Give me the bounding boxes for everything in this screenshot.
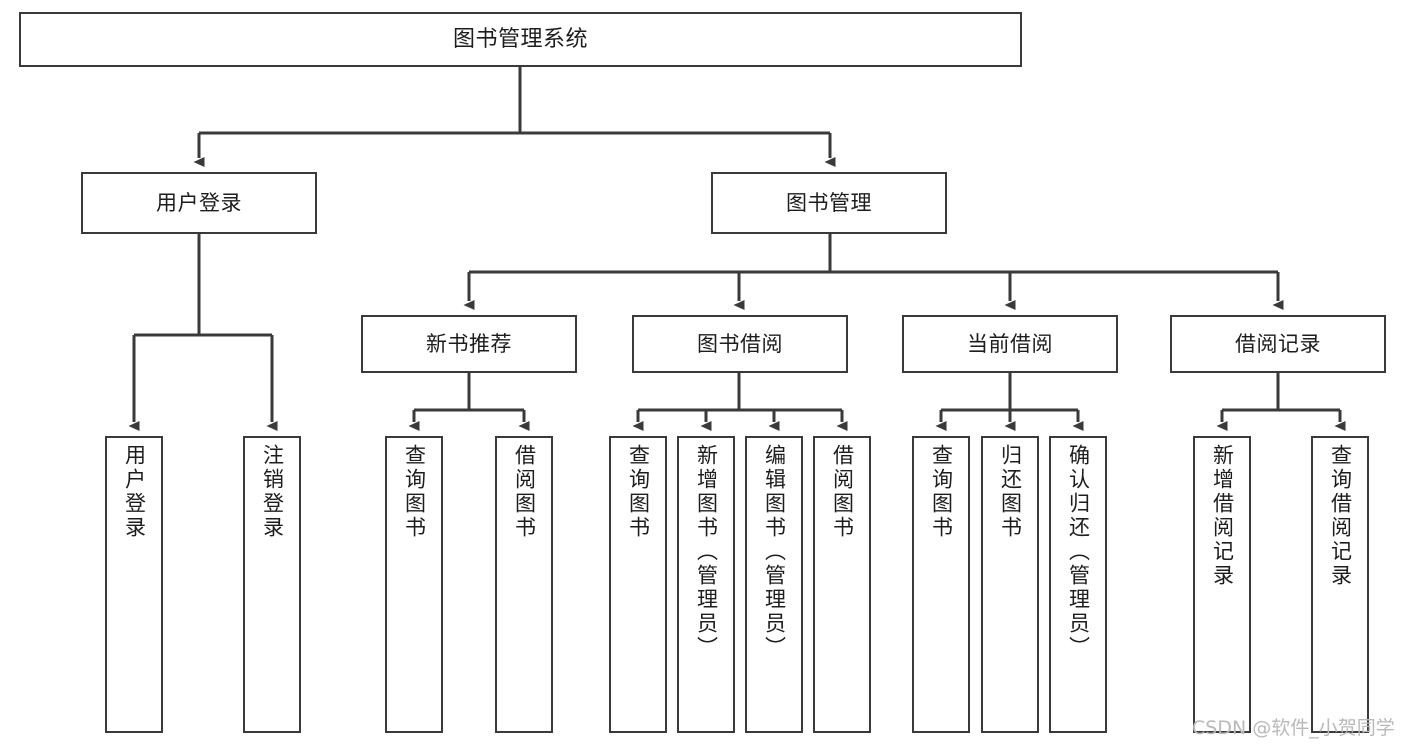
- node-label: 新增借阅记录: [1210, 444, 1235, 588]
- node-label: 借阅记录: [1235, 331, 1321, 356]
- node-label: 归还图书: [998, 444, 1023, 540]
- node-label: 用户登录: [156, 190, 242, 215]
- node-label: 查询图书: [626, 444, 651, 540]
- node-borrow-record[interactable]: 借阅记录: [1170, 315, 1386, 373]
- node-book-borrow[interactable]: 图书借阅: [632, 315, 848, 373]
- node-label: 查询图书: [929, 444, 954, 540]
- node-label: 借阅图书: [830, 444, 855, 540]
- node-leaf-return-book[interactable]: 归还图书: [981, 436, 1039, 733]
- node-leaf-add-record[interactable]: 新增借阅记录: [1193, 436, 1251, 733]
- node-leaf-edit-book[interactable]: 编辑图书（管理员）: [745, 436, 803, 733]
- node-label: 查询借阅记录: [1328, 444, 1353, 588]
- node-leaf-add-book[interactable]: 新增图书（管理员）: [677, 436, 735, 733]
- node-label: 编辑图书（管理员）: [762, 444, 787, 660]
- node-new-book-recommend[interactable]: 新书推荐: [361, 315, 577, 373]
- node-label: 当前借阅: [967, 331, 1053, 356]
- node-leaf-query-book-borrow[interactable]: 查询图书: [609, 436, 667, 733]
- watermark-text: CSDN @软件_小贺同学: [1192, 717, 1395, 739]
- node-leaf-borrow-book[interactable]: 借阅图书: [813, 436, 871, 733]
- node-leaf-query-book-current[interactable]: 查询图书: [912, 436, 970, 733]
- node-leaf-query-record[interactable]: 查询借阅记录: [1311, 436, 1369, 733]
- node-label: 查询图书: [402, 444, 427, 540]
- node-user-login[interactable]: 用户登录: [81, 172, 317, 234]
- node-label: 借阅图书: [512, 444, 537, 540]
- node-leaf-logout[interactable]: 注销登录: [243, 436, 301, 733]
- node-label: 新增图书（管理员）: [694, 444, 719, 660]
- node-leaf-user-login[interactable]: 用户登录: [105, 436, 163, 733]
- node-root-system[interactable]: 图书管理系统: [19, 12, 1022, 67]
- node-leaf-query-book-recommend[interactable]: 查询图书: [385, 436, 443, 733]
- node-label: 用户登录: [122, 444, 147, 540]
- node-label: 确认归还（管理员）: [1066, 444, 1091, 660]
- node-current-borrow[interactable]: 当前借阅: [902, 315, 1118, 373]
- node-leaf-borrow-book-recommend[interactable]: 借阅图书: [495, 436, 553, 733]
- node-book-manage[interactable]: 图书管理: [711, 172, 947, 234]
- node-label: 注销登录: [260, 444, 285, 540]
- node-leaf-confirm-return[interactable]: 确认归还（管理员）: [1049, 436, 1107, 733]
- node-label: 图书管理系统: [452, 26, 588, 52]
- node-label: 图书管理: [786, 190, 872, 215]
- node-label: 图书借阅: [697, 331, 783, 356]
- node-label: 新书推荐: [426, 331, 512, 356]
